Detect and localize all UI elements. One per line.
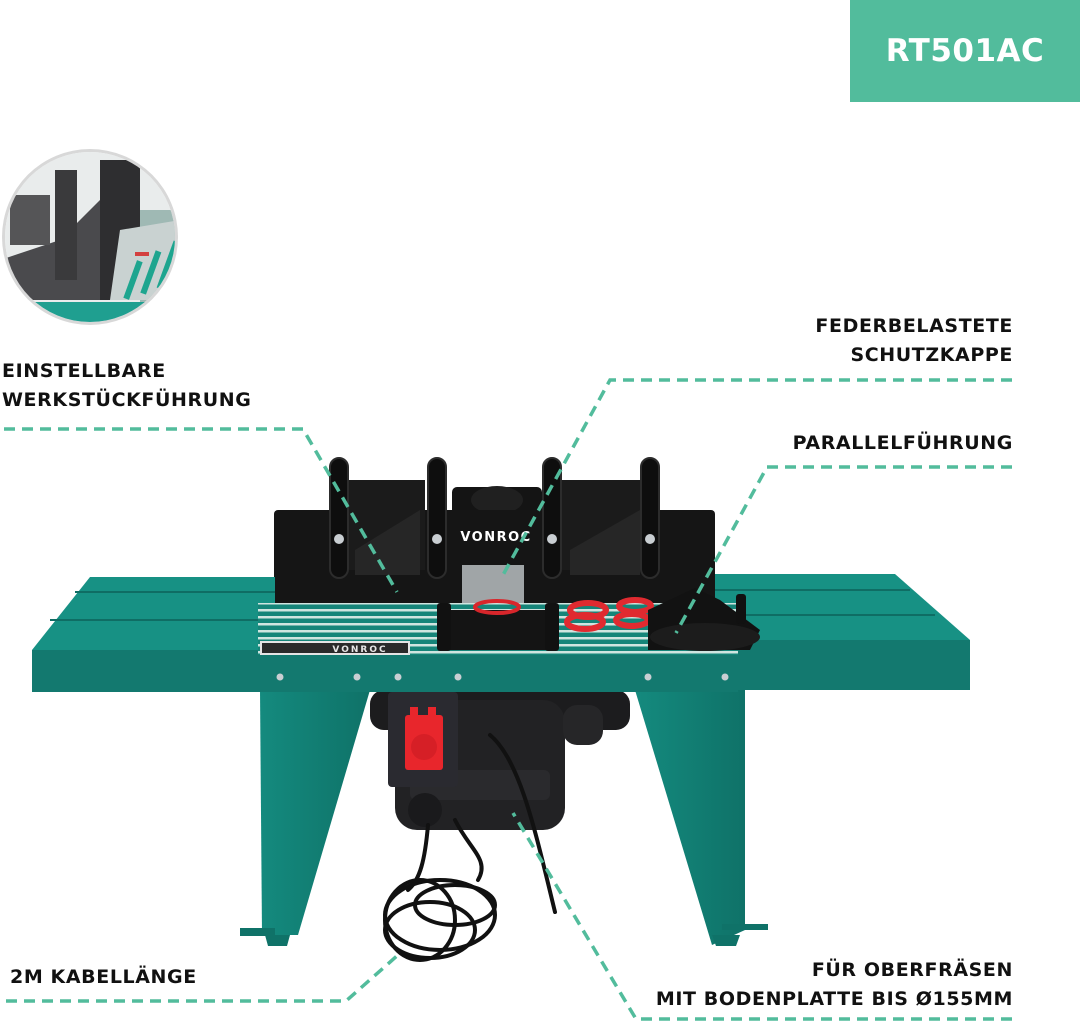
- callout-workpiece-guide: EINSTELLBARE WERKSTÜCKFÜHRUNG: [2, 360, 252, 411]
- right-leg: [635, 690, 768, 946]
- fence-assembly: [274, 457, 715, 605]
- leader-guard: [501, 378, 1012, 576]
- callout-parallel-guide: PARALLELFÜHRUNG: [792, 432, 1013, 454]
- callout-guard: FEDERBELASTETE SCHUTZKAPPE: [815, 315, 1013, 366]
- leader-workpiece-guide: [4, 427, 399, 593]
- inset-detail-circle: [2, 149, 178, 325]
- model-number: RT501AC: [885, 33, 1045, 69]
- reducing-rings: [564, 597, 654, 632]
- power-switch: [388, 692, 458, 827]
- model-badge: RT501AC: [850, 0, 1080, 102]
- power-cable: [383, 733, 557, 962]
- left-leg: [240, 690, 370, 946]
- leader-lines: [4, 378, 1012, 1021]
- insert-plate: [437, 599, 559, 651]
- table-logo: VONROC: [332, 645, 387, 655]
- callout-cable: 2M KABELLÄNGE: [10, 966, 197, 988]
- miter-guide: [648, 588, 760, 651]
- callout-router-compat: FÜR OBERFRÄSEN MIT BODENPLATTE BIS Ø155M…: [655, 959, 1013, 1010]
- fence-logo: VONROC: [460, 530, 531, 545]
- leader-cable: [6, 953, 400, 1003]
- leader-parallel-guide: [674, 465, 1012, 634]
